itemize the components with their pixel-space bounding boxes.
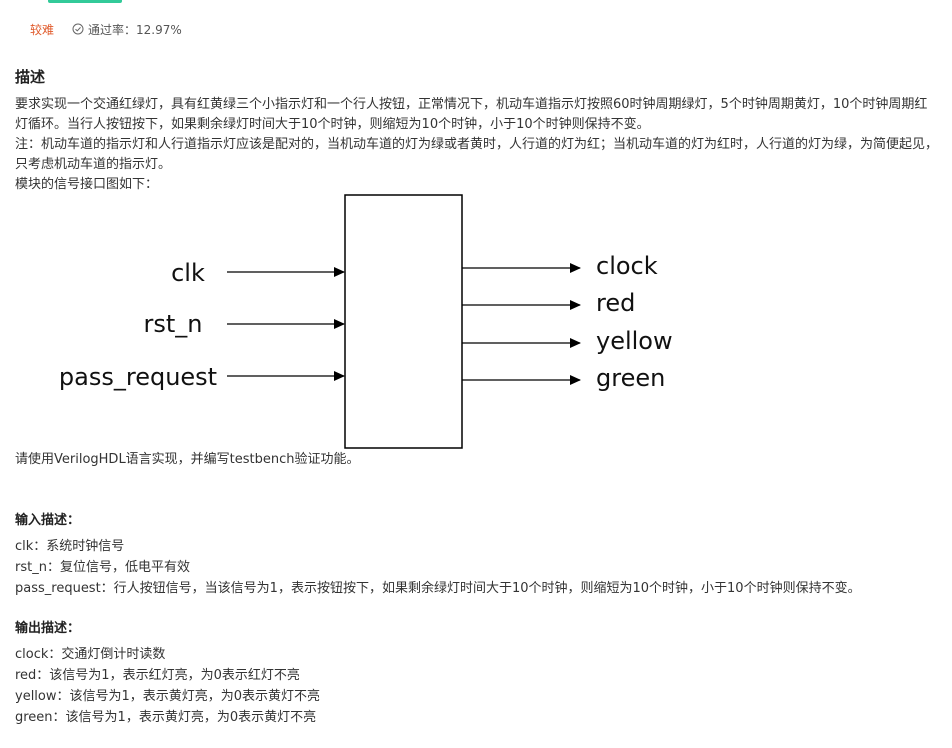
output-description-title: 输出描述： — [15, 621, 81, 636]
description-paragraph: 要求实现一个交通红绿灯，具有红黄绿三个小指示灯和一个行人按钮，正常情况下，机动车… — [15, 97, 928, 132]
signal-interface-diagram: clk rst_n pass_request clock red yellow … — [59, 194, 673, 449]
pass-rate: 通过率：12.97% — [72, 21, 182, 38]
implementation-note: 请使用VerilogHDL语言实现，并编写testbench验证功能。 — [15, 452, 360, 467]
description-title: 描述 — [15, 68, 46, 86]
module-box — [344, 194, 463, 449]
pass-rate-text: 通过率：12.97% — [88, 22, 182, 37]
description-body: 要求实现一个交通红绿灯，具有红黄绿三个小指示灯和一个行人按钮，正常情况下，机动车… — [15, 95, 940, 195]
output-description-item: green：该信号为1，表示黄灯亮，为0表示黄灯不亮 — [15, 710, 317, 725]
output-description-list: clock：交通灯倒计时读数 red：该信号为1，表示红灯亮，为0表示红灯不亮 … — [15, 644, 320, 728]
output-label-red: red — [596, 289, 635, 317]
description-note: 注：机动车道的指示灯和人行道指示灯应该是配对的，当机动车道的灯为绿或者黄时，人行… — [15, 137, 939, 172]
input-label-rst-n: rst_n — [144, 310, 203, 338]
active-tab-indicator — [48, 0, 122, 3]
problem-meta: 较难 通过率：12.97% — [30, 20, 182, 38]
difficulty-badge: 较难 — [30, 22, 55, 37]
input-description-list: clk：系统时钟信号 rst_n：复位信号，低电平有效 pass_request… — [15, 536, 861, 599]
input-description-item: clk：系统时钟信号 — [15, 539, 125, 554]
input-label-pass-request: pass_request — [59, 363, 217, 391]
output-label-clock: clock — [596, 252, 658, 280]
input-description-title: 输入描述： — [15, 513, 81, 528]
input-description-item: rst_n：复位信号，低电平有效 — [15, 560, 190, 575]
output-description-item: clock：交通灯倒计时读数 — [15, 647, 166, 662]
check-circle-icon — [72, 23, 84, 35]
output-label-green: green — [596, 364, 665, 392]
input-label-clk: clk — [171, 259, 205, 287]
output-label-yellow: yellow — [596, 327, 673, 355]
output-description-item: red：该信号为1，表示红灯亮，为0表示红灯不亮 — [15, 668, 300, 683]
output-description-item: yellow：该信号为1，表示黄灯亮，为0表示黄灯不亮 — [15, 689, 321, 704]
description-interface-intro: 模块的信号接口图如下： — [15, 177, 159, 192]
input-description-item: pass_request：行人按钮信号，当该信号为1，表示按钮按下，如果剩余绿灯… — [15, 581, 861, 596]
